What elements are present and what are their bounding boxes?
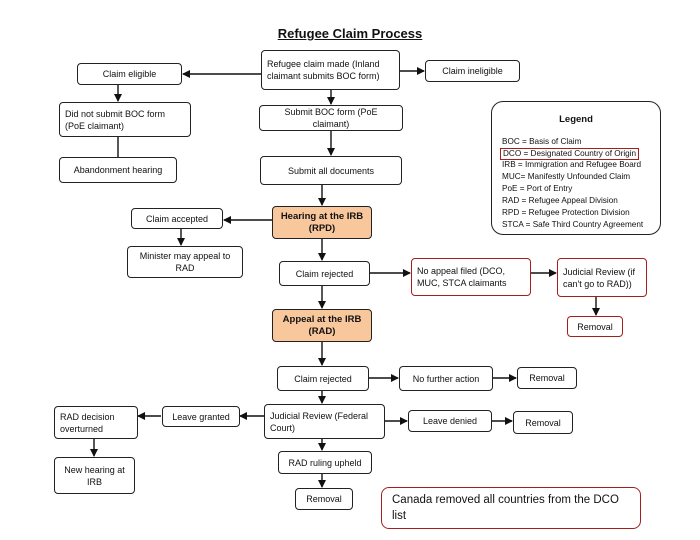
minister-appeal-box: Minister may appeal to RAD	[127, 246, 243, 278]
claim-rejected-1-label: Claim rejected	[295, 268, 354, 279]
legend-item-dco: DCO = Designated Country of Origin	[500, 148, 640, 160]
legend-item: RAD = Refugee Appeal Division	[502, 196, 618, 205]
legend-item: RPD = Refugee Protection Division	[502, 208, 630, 217]
appeal-irb-sub: (RAD)	[308, 325, 336, 337]
removal-3-box: Removal	[513, 411, 573, 434]
did-not-submit-label: Did not submit BOC form (PoE claimant)	[65, 108, 166, 131]
rad-overturned-box: RAD decision overturned	[54, 406, 138, 439]
removal-4-box: Removal	[295, 488, 353, 510]
diagram-title: Refugee Claim Process	[277, 26, 423, 41]
removal-1-label: Removal	[577, 321, 613, 332]
leave-granted-box: Leave granted	[162, 406, 240, 427]
judicial-review-1-label: Judicial Review (if can't go to RAD))	[563, 266, 636, 289]
submit-docs-box: Submit all documents	[260, 156, 402, 185]
submit-boc-label: Submit BOC form (PoE claimant)	[284, 107, 378, 129]
claim-ineligible-label: Claim ineligible	[442, 66, 503, 76]
removal-1-box: Removal	[567, 316, 623, 337]
leave-denied-label: Leave denied	[422, 416, 478, 426]
legend-item: STCA = Safe Third Country Agreement	[502, 220, 644, 229]
rad-upheld-label: RAD ruling upheld	[288, 457, 362, 468]
new-hearing-box: New hearing at IRB	[54, 457, 135, 494]
claim-eligible-box: Claim eligible	[77, 63, 182, 85]
judicial-review-2-box: Judicial Review (Federal Court)	[264, 404, 385, 439]
did-not-submit-box: Did not submit BOC form (PoE claimant)	[59, 102, 191, 137]
removal-4-label: Removal	[306, 494, 342, 504]
hearing-irb-label: Hearing at the IRB	[280, 210, 364, 222]
claim-rejected-2-label: Claim rejected	[294, 373, 352, 384]
judicial-review-1-box: Judicial Review (if can't go to RAD))	[557, 258, 647, 297]
no-appeal-box: No appeal filed (DCO, MUC, STCA claimant…	[411, 258, 531, 296]
legend-title: Legend	[559, 114, 593, 125]
new-hearing-label: New hearing at IRB	[64, 464, 125, 487]
judicial-review-2-label: Judicial Review (Federal Court)	[270, 410, 369, 433]
legend-panel: Legend BOC = Basis of Claim DCO = Design…	[491, 101, 661, 235]
hearing-irb-box: Hearing at the IRB(RPD)	[272, 206, 372, 239]
claim-made-box: Refugee claim made (Inland claimant subm…	[261, 50, 400, 90]
minister-appeal-label: Minister may appeal to RAD	[139, 251, 231, 273]
hearing-irb-sub: (RPD)	[308, 222, 336, 234]
rad-overturned-label: RAD decision overturned	[60, 411, 115, 434]
no-appeal-label: No appeal filed (DCO, MUC, STCA claimant…	[417, 266, 507, 288]
rad-upheld-box: RAD ruling upheld	[278, 451, 372, 474]
legend-item: MUC= Manifestly Unfounded Claim	[502, 172, 631, 181]
abandonment-hearing-box: Abandonment hearing	[59, 157, 177, 183]
no-further-action-box: No further action	[399, 366, 493, 391]
legend-item: IRB = Immigration and Refugee Board	[502, 160, 642, 169]
abandonment-hearing-label: Abandonment hearing	[73, 165, 163, 175]
legend-item: PoE = Port of Entry	[502, 184, 573, 193]
appeal-irb-box: Appeal at the IRB(RAD)	[272, 309, 372, 342]
removal-2-label: Removal	[529, 373, 565, 383]
appeal-irb-label: Appeal at the IRB	[282, 313, 362, 325]
removal-2-box: Removal	[517, 367, 577, 389]
claim-ineligible-box: Claim ineligible	[425, 60, 520, 82]
leave-denied-box: Leave denied	[408, 410, 492, 432]
claim-eligible-label: Claim eligible	[102, 69, 157, 79]
claim-made-label: Refugee claim made (Inland claimant subm…	[267, 59, 380, 81]
legend-item: BOC = Basis of Claim	[502, 137, 582, 146]
submit-docs-label: Submit all documents	[287, 165, 375, 176]
leave-granted-label: Leave granted	[172, 411, 230, 422]
dco-note: Canada removed all countries from the DC…	[381, 487, 641, 529]
no-further-action-label: No further action	[412, 373, 480, 384]
claim-rejected-1-box: Claim rejected	[279, 261, 370, 286]
claim-rejected-2-box: Claim rejected	[277, 366, 369, 391]
submit-boc-box: Submit BOC form (PoE claimant)	[259, 105, 403, 131]
claim-accepted-label: Claim accepted	[145, 213, 209, 224]
removal-3-label: Removal	[525, 417, 561, 428]
claim-accepted-box: Claim accepted	[131, 208, 223, 229]
